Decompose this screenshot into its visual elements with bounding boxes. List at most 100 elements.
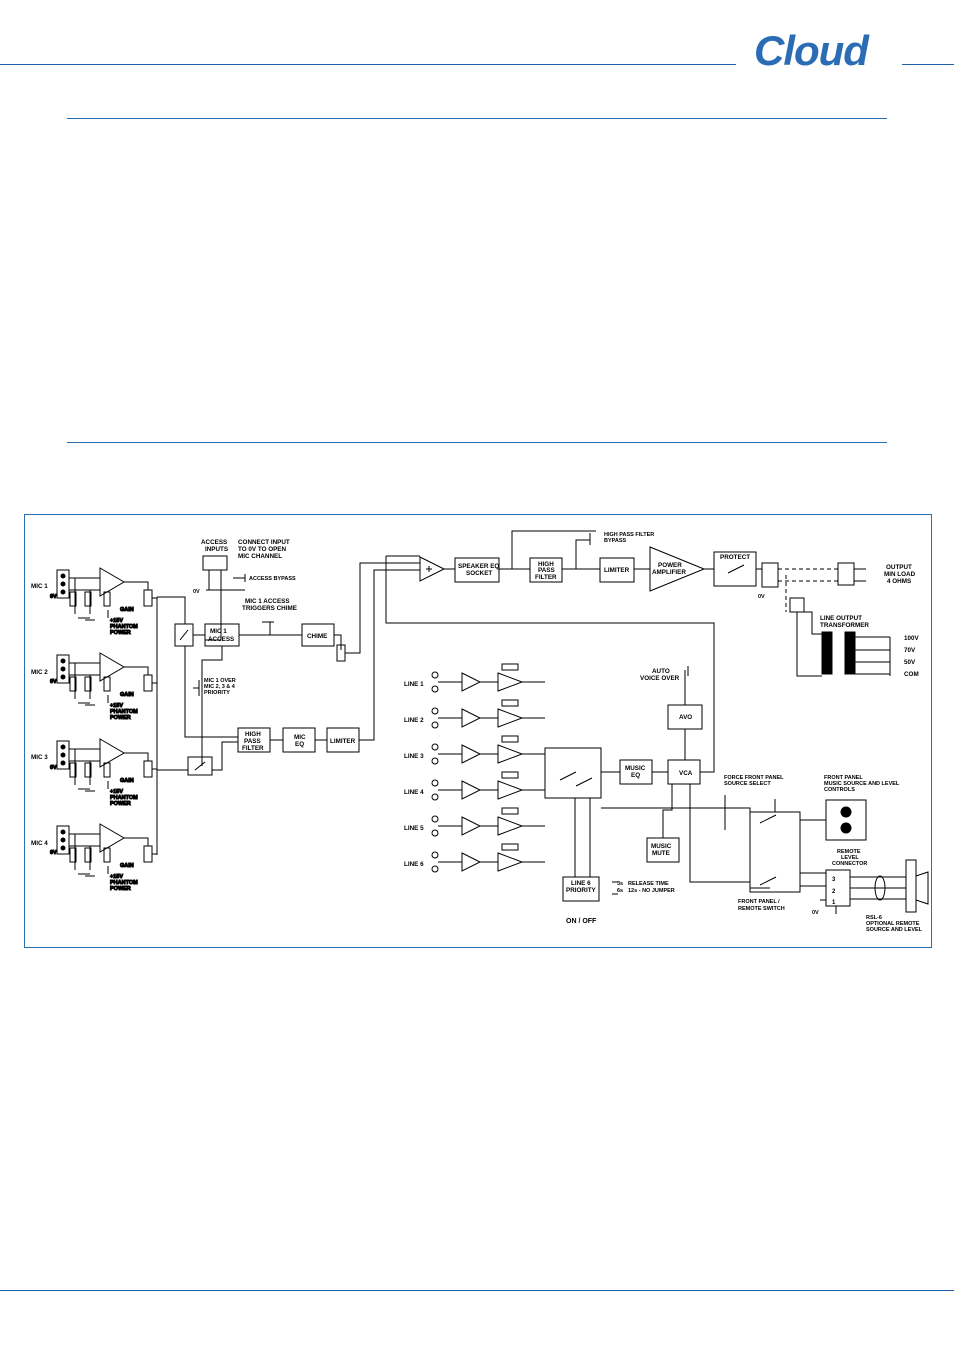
avo-label: AVO bbox=[679, 714, 692, 721]
lot-label: LINE OUTPUT bbox=[820, 615, 862, 622]
rlc-label3: CONNECTOR bbox=[832, 861, 867, 867]
line-jack bbox=[431, 779, 439, 787]
release-time-label: RELEASE TIME bbox=[628, 881, 669, 887]
mic-text: PHANTOM bbox=[110, 795, 138, 801]
line-jack bbox=[431, 851, 439, 859]
tap-50v: 50V bbox=[904, 659, 916, 666]
svg-text:Cloud: Cloud bbox=[754, 28, 870, 72]
mic1-over-label2: MIC 2, 3 & 4 bbox=[204, 684, 236, 690]
line-channel bbox=[431, 735, 545, 765]
line-jack bbox=[431, 685, 439, 693]
mic-pin bbox=[60, 573, 66, 579]
tap-100v: 100V bbox=[904, 635, 920, 642]
rsl6-remote bbox=[905, 859, 917, 913]
line6-priority-label2: PRIORITY bbox=[566, 887, 597, 894]
power-amp-label: POWER bbox=[658, 562, 682, 569]
mic-text: GAIN bbox=[120, 607, 134, 613]
line-jack bbox=[431, 793, 439, 801]
mic-connector bbox=[56, 740, 70, 770]
line3-label: LINE 3 bbox=[404, 753, 424, 760]
speaker-eq-block bbox=[454, 557, 500, 583]
line-channel bbox=[431, 807, 545, 837]
line-jack bbox=[431, 671, 439, 679]
fp-controls-label3: CONTROLS bbox=[824, 787, 855, 793]
fp-controls-label: FRONT PANEL bbox=[824, 775, 863, 781]
mic-text: PHANTOM bbox=[110, 709, 138, 715]
mixer-amp bbox=[419, 556, 446, 582]
line6-priority-label: LINE 6 bbox=[571, 880, 591, 887]
mic-hpf-label3: FILTER bbox=[242, 745, 264, 752]
music-mute-label: MUSIC bbox=[651, 843, 672, 850]
line-channel bbox=[431, 663, 545, 693]
hpf-label: HIGH bbox=[538, 561, 554, 568]
output-connector bbox=[837, 562, 855, 586]
mic-connector bbox=[56, 569, 70, 599]
resistor bbox=[69, 847, 77, 863]
line-gain-amp bbox=[497, 744, 524, 764]
mic-limiter-label: LIMITER bbox=[330, 738, 356, 745]
mic-text: POWER bbox=[110, 801, 131, 807]
force-fp-label: FORCE FRONT PANEL bbox=[724, 775, 784, 781]
mic-connector bbox=[56, 654, 70, 684]
section-rule-top bbox=[67, 118, 887, 119]
line6-label: LINE 6 bbox=[404, 861, 424, 868]
resistor bbox=[103, 847, 111, 863]
gain-pot bbox=[143, 845, 153, 863]
mic-pin bbox=[60, 581, 66, 587]
mic-text: 0V bbox=[50, 594, 57, 600]
front-panel-remote-switch bbox=[749, 811, 801, 893]
mic1-triggers-label2: TRIGGERS CHIME bbox=[242, 605, 297, 612]
line-jack bbox=[431, 707, 439, 715]
connect-input-label3: MIC CHANNEL bbox=[238, 553, 282, 560]
gain-pot bbox=[143, 589, 153, 607]
access-inputs-label: ACCESS bbox=[201, 539, 227, 546]
mic4-label: MIC 4 bbox=[31, 840, 48, 847]
mic1-label: MIC 1 bbox=[31, 583, 48, 590]
mic-preamp bbox=[99, 823, 125, 853]
cloud-logo: Cloud bbox=[754, 28, 871, 72]
mic-hpf-label2: PASS bbox=[244, 738, 261, 745]
resistor bbox=[103, 591, 111, 607]
release-6s: 6s bbox=[617, 888, 623, 894]
release-12s-label: 12s - NO JUMPER bbox=[628, 888, 675, 894]
mic-text: POWER bbox=[110, 630, 131, 636]
mic-text: GAIN bbox=[120, 778, 134, 784]
release-3s: 3s bbox=[617, 881, 623, 887]
line-jack bbox=[431, 743, 439, 751]
output-relay bbox=[761, 562, 779, 588]
music-eq-label2: EQ bbox=[631, 772, 640, 779]
mic-pin bbox=[60, 658, 66, 664]
tap-70v: 70V bbox=[904, 647, 916, 654]
mic-pin bbox=[60, 845, 66, 851]
lot-label2: TRANSFORMER bbox=[820, 622, 869, 629]
front-panel-controls bbox=[825, 799, 867, 841]
mic-text: +15V bbox=[110, 874, 123, 880]
rsl6-label2: OPTIONAL REMOTE bbox=[866, 921, 920, 927]
zero-v-label: 0V bbox=[193, 589, 200, 595]
speaker-eq-label2: SOCKET bbox=[466, 570, 492, 577]
access-inputs-label2: INPUTS bbox=[205, 546, 228, 553]
hpf-label3: FILTER bbox=[535, 574, 557, 581]
resistor bbox=[69, 591, 77, 607]
mic-pin bbox=[60, 744, 66, 750]
section-rule-bottom bbox=[67, 442, 887, 443]
line-gain-pot bbox=[501, 663, 519, 671]
mic-text: 0V bbox=[50, 679, 57, 685]
rlc-label2: LEVEL bbox=[841, 855, 859, 861]
resistor bbox=[69, 676, 77, 692]
music-mute-label2: MUTE bbox=[652, 850, 670, 857]
mic1-over-label3: PRIORITY bbox=[204, 690, 230, 696]
mic-eq-label: MIC bbox=[294, 734, 306, 741]
mic1-access-label2: ACCESS bbox=[208, 636, 234, 643]
line-jack bbox=[431, 829, 439, 837]
line-gain-amp bbox=[497, 780, 524, 800]
access-bypass-label: ACCESS BYPASS bbox=[249, 576, 296, 582]
mic3-label: MIC 3 bbox=[31, 754, 48, 761]
mic-text: GAIN bbox=[120, 863, 134, 869]
remote-level-connector bbox=[825, 869, 851, 907]
output-label3: 4 OHMS bbox=[887, 578, 911, 585]
mic-text: 0V bbox=[50, 765, 57, 771]
force-fp-label2: SOURCE SELECT bbox=[724, 781, 771, 787]
